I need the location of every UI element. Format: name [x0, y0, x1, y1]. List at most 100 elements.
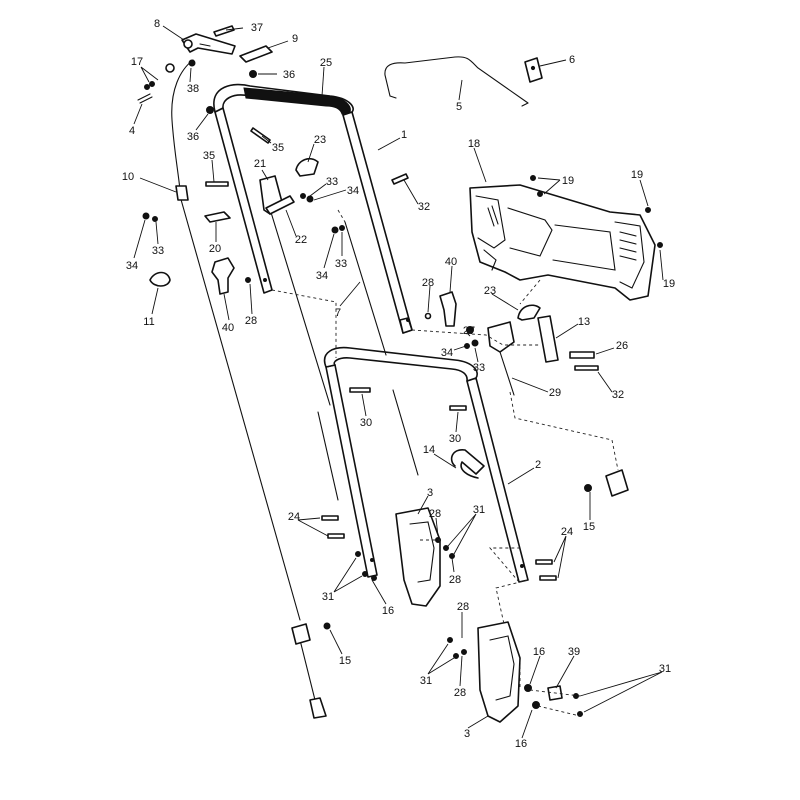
callout-c33d: 33	[473, 362, 485, 374]
bolt-30a	[349, 387, 371, 393]
screw-19c	[645, 207, 651, 213]
screw-32b	[574, 365, 599, 371]
screw-19d	[657, 242, 663, 248]
screw-19b	[537, 191, 543, 197]
callout-c28b: 28	[245, 315, 257, 327]
cable-left	[265, 195, 331, 406]
callout-c27: 27	[463, 325, 475, 337]
callout-c31a: 31	[473, 504, 485, 516]
callout-c38: 38	[187, 83, 199, 95]
nut-34a	[306, 195, 314, 203]
callout-c35a: 35	[272, 142, 284, 154]
callout-c16c: 16	[515, 738, 527, 750]
callout-c5: 5	[456, 101, 462, 113]
nut-31f	[453, 653, 459, 659]
cable-part-7	[344, 221, 387, 356]
side-bracket-3a	[395, 507, 441, 607]
callout-c32a: 32	[418, 201, 430, 213]
upper-handle	[213, 83, 413, 334]
callout-c21: 21	[254, 158, 266, 170]
part-17b	[149, 81, 155, 87]
plate-9	[239, 45, 273, 63]
leader-lines	[133, 25, 664, 739]
nut-16c	[532, 701, 540, 709]
callout-c11: 11	[143, 316, 154, 328]
nut-28b	[424, 312, 432, 320]
callout-c33c: 33	[335, 258, 347, 270]
assembly-lines	[271, 209, 619, 717]
part-38	[188, 59, 196, 67]
callout-c36a: 36	[283, 69, 295, 81]
callout-c24a: 24	[288, 511, 300, 523]
nut-27	[466, 326, 474, 334]
callout-c20: 20	[209, 243, 221, 255]
nut-34c	[331, 226, 339, 234]
callout-c28e: 28	[457, 601, 469, 613]
callout-c31d: 31	[420, 675, 432, 687]
cable-left-lower	[317, 411, 339, 501]
nut-28a	[245, 277, 251, 283]
callout-c16a: 16	[382, 605, 394, 617]
screw-24a	[321, 515, 339, 521]
callout-c34b: 34	[126, 260, 138, 272]
screw-24d	[539, 575, 557, 581]
knob-23b	[517, 304, 541, 321]
screw-35b	[205, 181, 229, 187]
callout-c25: 25	[320, 57, 332, 69]
cable-lower	[392, 389, 419, 476]
callout-c28d: 28	[449, 574, 461, 586]
control-cable	[171, 59, 327, 719]
callout-c34a: 34	[347, 185, 359, 197]
callout-c30b: 30	[449, 433, 461, 445]
callout-c36b: 36	[187, 131, 199, 143]
callout-c29: 29	[549, 387, 561, 399]
callout-c35b: 35	[203, 150, 215, 162]
callout-c4: 4	[129, 125, 135, 137]
clip-14	[450, 449, 485, 479]
nut-31b	[443, 545, 449, 551]
nut-15a	[584, 484, 592, 492]
callout-c33b: 33	[152, 245, 164, 257]
callout-c37: 37	[251, 22, 263, 34]
bail-wire	[384, 56, 529, 107]
callout-c15b: 15	[339, 655, 351, 667]
nut-31d	[362, 571, 368, 577]
lever-22	[265, 195, 295, 215]
callout-c2: 2	[535, 459, 541, 471]
callout-c18: 18	[468, 138, 480, 150]
callout-c8: 8	[154, 18, 160, 30]
screw-19a	[530, 175, 536, 181]
cable-29	[499, 351, 515, 396]
callout-c13: 13	[578, 316, 590, 328]
callout-c15a: 15	[583, 521, 595, 533]
bracket-13	[537, 315, 559, 363]
nut-36a	[249, 70, 257, 78]
callout-c16b: 16	[533, 646, 545, 658]
callout-c24b: 24	[561, 526, 573, 538]
callout-c3b: 3	[464, 728, 470, 740]
screw-37	[213, 25, 235, 37]
callout-c1: 1	[401, 129, 407, 141]
callout-c19a: 19	[562, 175, 574, 187]
callout-c10: 10	[122, 171, 134, 183]
washer-33c	[339, 225, 345, 231]
callout-c7: 7	[335, 307, 341, 319]
part-17c	[165, 63, 175, 73]
callout-c3a: 3	[427, 487, 433, 499]
nut-28c	[449, 553, 455, 559]
clamp-15a	[605, 469, 629, 497]
callout-c23a: 23	[314, 134, 326, 146]
callout-c6: 6	[569, 54, 575, 66]
washer-33b	[152, 216, 158, 222]
callout-c22: 22	[295, 234, 307, 246]
callout-c9: 9	[292, 33, 298, 45]
callout-c30a: 30	[360, 417, 372, 429]
screw-24b	[327, 533, 345, 539]
knob-40a	[211, 257, 235, 295]
nut-28d	[461, 649, 467, 655]
washer-33a	[300, 193, 306, 199]
screw-26	[569, 351, 595, 359]
knob-23a	[295, 158, 319, 177]
